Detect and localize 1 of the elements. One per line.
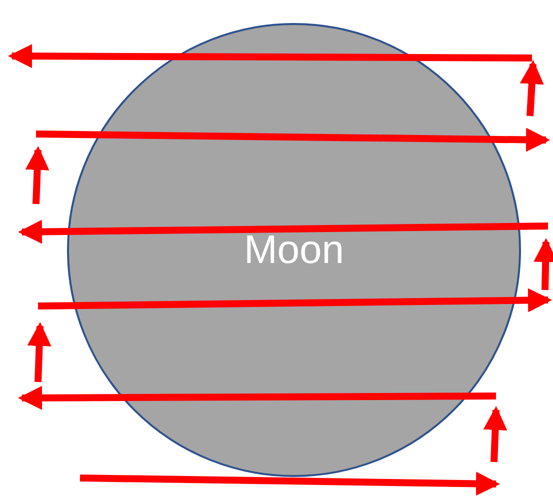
moon-label: Moon: [244, 228, 344, 272]
